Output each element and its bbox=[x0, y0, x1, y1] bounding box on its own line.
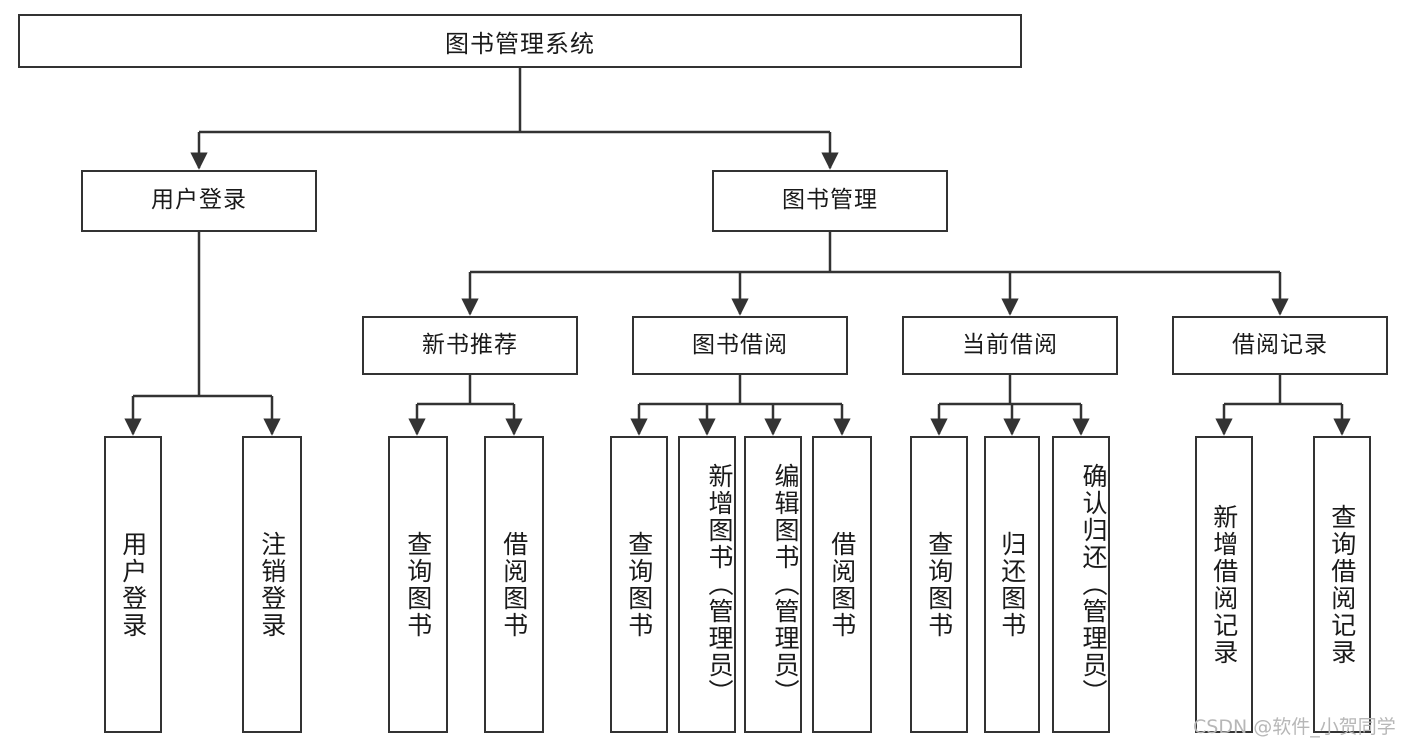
leaf-user-login[interactable]: 用户登录 bbox=[104, 436, 162, 733]
node-book-borrow[interactable]: 图书借阅 bbox=[632, 316, 848, 375]
leaf-edit-book-admin[interactable]: 编辑图书（管理员） bbox=[744, 436, 802, 733]
leaf-borrow-book-new[interactable]: 借阅图书 bbox=[484, 436, 544, 733]
leaf-add-book-admin[interactable]: 新增图书（管理员） bbox=[678, 436, 736, 733]
leaf-query-book-borrow[interactable]: 查询图书 bbox=[610, 436, 668, 733]
leaf-confirm-return-admin[interactable]: 确认归还（管理员） bbox=[1052, 436, 1110, 733]
node-borrow-records[interactable]: 借阅记录 bbox=[1172, 316, 1388, 375]
leaf-borrow-book[interactable]: 借阅图书 bbox=[812, 436, 872, 733]
csdn-watermark: CSDN @软件_小贺同学 bbox=[1193, 716, 1396, 738]
leaf-query-borrow-record[interactable]: 查询借阅记录 bbox=[1313, 436, 1371, 733]
node-root-system[interactable]: 图书管理系统 bbox=[18, 14, 1022, 68]
node-new-book-recommend[interactable]: 新书推荐 bbox=[362, 316, 578, 375]
leaf-query-book-current[interactable]: 查询图书 bbox=[910, 436, 968, 733]
leaf-add-borrow-record[interactable]: 新增借阅记录 bbox=[1195, 436, 1253, 733]
leaf-return-book[interactable]: 归还图书 bbox=[984, 436, 1040, 733]
node-book-management[interactable]: 图书管理 bbox=[712, 170, 948, 232]
leaf-query-book-new[interactable]: 查询图书 bbox=[388, 436, 448, 733]
node-user-login[interactable]: 用户登录 bbox=[81, 170, 317, 232]
leaf-logout-login[interactable]: 注销登录 bbox=[242, 436, 302, 733]
node-current-borrow[interactable]: 当前借阅 bbox=[902, 316, 1118, 375]
